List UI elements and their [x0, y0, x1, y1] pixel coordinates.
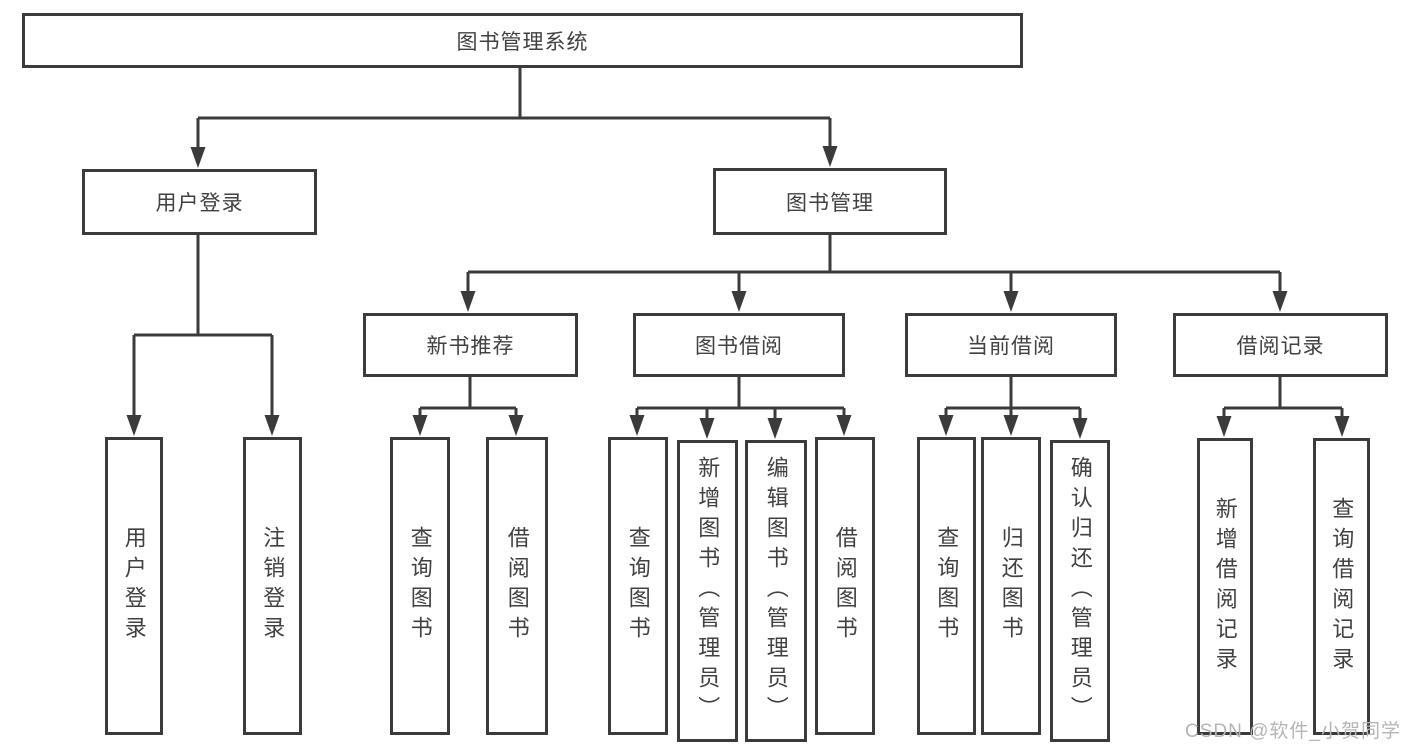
node-label: 用户登录 [155, 192, 244, 215]
node-leaf-logout: 注销登录 [243, 437, 302, 735]
connector-arrowheads [126, 146, 1350, 439]
node-leaf-query-books-2: 查询图书 [608, 437, 668, 735]
node-label: 借阅图书 [832, 526, 858, 646]
node-leaf-borrow-books-2: 借阅图书 [815, 437, 875, 735]
node-label: 归还图书 [998, 526, 1024, 646]
node-leaf-edit-book-admin: 编辑图书（管理员） [745, 440, 807, 742]
node-leaf-query-books-3: 查询图书 [917, 437, 976, 735]
node-leaf-query-borrow-record: 查询借阅记录 [1313, 438, 1370, 735]
node-label: 借阅图书 [504, 526, 530, 646]
node-label: 借阅记录 [1236, 335, 1325, 358]
node-new-book-recommend: 新书推荐 [363, 313, 578, 377]
node-label: 当前借阅 [967, 335, 1055, 358]
node-label: 新增借阅记录 [1212, 496, 1238, 677]
node-label: 注销登录 [260, 526, 286, 646]
node-label: 用户登录 [121, 526, 147, 646]
node-leaf-borrow-books-1: 借阅图书 [486, 437, 548, 735]
node-book-borrowing: 图书借阅 [633, 313, 845, 377]
node-label: 查询图书 [625, 526, 651, 646]
node-label: 图书借阅 [695, 335, 783, 358]
node-leaf-user-login: 用户登录 [105, 437, 163, 735]
connector-lines [132, 68, 1344, 421]
node-borrowing-records: 借阅记录 [1173, 313, 1388, 377]
node-leaf-confirm-return-admin: 确认归还（管理员） [1050, 440, 1110, 742]
node-label: 图书管理系统 [456, 30, 589, 54]
node-library-management-system: 图书管理系统 [22, 13, 1023, 68]
node-label: 查询图书 [407, 526, 433, 646]
node-current-borrowing: 当前借阅 [905, 313, 1117, 377]
node-label: 编辑图书（管理员） [763, 456, 789, 726]
node-book-management-branch: 图书管理 [713, 168, 947, 235]
node-leaf-add-book-admin: 新增图书（管理员） [677, 440, 738, 742]
node-user-login-branch: 用户登录 [82, 169, 317, 235]
csdn-watermark: CSDN @软件_小贺同学 [1185, 721, 1401, 742]
node-label: 新书推荐 [426, 335, 515, 358]
node-label: 查询图书 [934, 526, 960, 646]
node-label: 查询借阅记录 [1329, 496, 1355, 677]
node-leaf-add-borrow-record: 新增借阅记录 [1197, 438, 1253, 735]
node-label: 确认归还（管理员） [1067, 456, 1093, 726]
node-leaf-return-book: 归还图书 [981, 437, 1041, 735]
node-leaf-query-books-1: 查询图书 [390, 437, 450, 735]
node-label: 图书管理 [786, 191, 874, 215]
node-label: 新增图书（管理员） [695, 456, 721, 726]
